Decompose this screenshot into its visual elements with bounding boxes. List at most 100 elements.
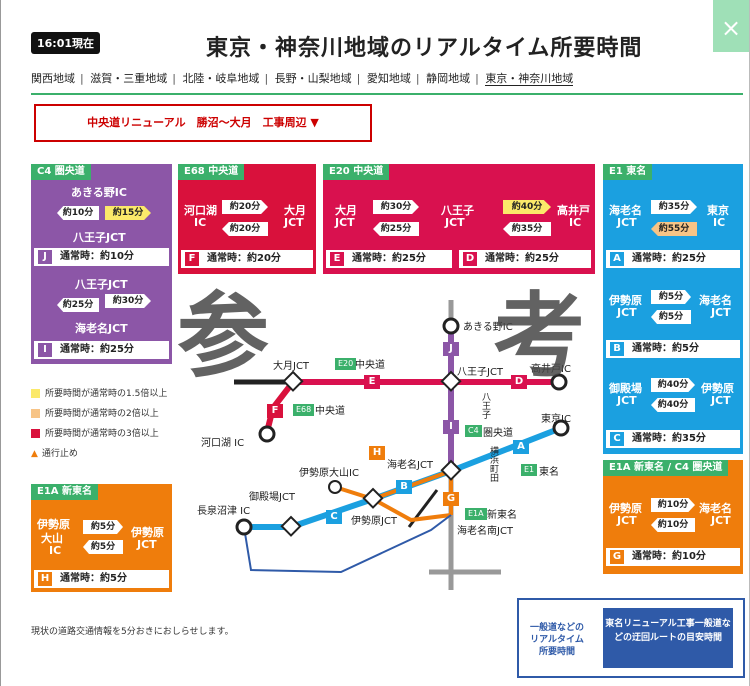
- lbl-ebina: 海老名JCT: [387, 460, 434, 471]
- lbl-tokyo: 東京IC: [541, 414, 571, 425]
- lbl-chuo2: 中央道: [315, 406, 345, 417]
- e20-e-text: 通常時：約25分: [352, 253, 426, 264]
- general-road-link[interactable]: 一般道などのリアルタイム所要時間: [529, 623, 584, 657]
- lbl-kawaguchiko: 河口湖 IC: [201, 438, 245, 449]
- e1-a-text: 通常時：約25分: [632, 253, 706, 264]
- watermark-ko: 考: [493, 283, 586, 390]
- e1a-r-time1: 約10分: [651, 498, 695, 512]
- seg-a: A: [513, 440, 529, 454]
- letter-d: D: [463, 252, 477, 266]
- e68-f-text: 通常時：約20分: [207, 253, 281, 264]
- tag-e20: E20 中央道: [323, 164, 390, 180]
- e1a-status-g: G 通常時：約10分: [606, 548, 740, 566]
- legend-3x-text: 所要時間が通常時の3倍以上: [45, 429, 159, 439]
- e1a-l-l1: 伊勢原: [37, 518, 70, 531]
- seg-d: D: [511, 375, 527, 389]
- e68-right2: JCT: [284, 216, 304, 229]
- nav-kansai[interactable]: 関西地域: [31, 72, 75, 85]
- lbl-e1: E1: [521, 464, 538, 476]
- legend-2x: 所要時間が通常時の2倍以上: [31, 406, 159, 419]
- lbl-otsuki: 大月JCT: [273, 361, 310, 372]
- e68-right1: 大月: [284, 204, 306, 217]
- tag-e1a-right: E1A 新東名 / C4 圏央道: [603, 460, 729, 476]
- c4-top-time2: 約15分: [105, 206, 151, 220]
- c4-top-to: 八王子JCT: [73, 231, 126, 244]
- nav-nagano[interactable]: 長野・山梨地域: [274, 72, 352, 85]
- e1-a-l1: 海老名: [609, 204, 642, 217]
- e1a-l-l3: IC: [49, 544, 62, 557]
- e20-time4: 約35分: [503, 222, 551, 236]
- nav-shiga[interactable]: 滋賀・三重地域: [90, 72, 168, 85]
- e1-b-time1: 約5分: [651, 290, 691, 304]
- e1-c-text: 通常時：約35分: [632, 433, 706, 444]
- lbl-akiruno: あきる野IC: [463, 322, 513, 333]
- seg-e: E: [364, 375, 380, 389]
- panel-e20: E20 中央道 大月 JCT 約30分 約25分 八王子 JCT 約40分 約3…: [323, 164, 595, 274]
- c4-bot-time1: 約25分: [57, 298, 99, 312]
- letter-i: I: [38, 343, 52, 357]
- lbl-kenou: 圏央道: [483, 428, 513, 439]
- e1-b-r1: 海老名: [699, 294, 732, 307]
- lbl-ebina-minami: 海老名南JCT: [457, 526, 514, 537]
- e1a-r-l1: 伊勢原: [609, 502, 642, 515]
- e1-b-text: 通常時：約5分: [632, 343, 699, 354]
- legend-2x-text: 所要時間が通常時の2倍以上: [45, 409, 159, 419]
- links-box: 一般道などのリアルタイム所要時間 東名リニューアル工事一般道などの迂回ルートの目…: [517, 598, 745, 678]
- close-button[interactable]: ×: [713, 0, 749, 52]
- page-title: 東京・神奈川地域のリアルタイム所要時間: [206, 36, 643, 61]
- lbl-yokohama: 横浜町田: [488, 446, 498, 482]
- letter-b: B: [610, 342, 624, 356]
- e1a-l-r1: 伊勢原: [131, 526, 164, 539]
- lbl-isehara: 伊勢原JCT: [351, 516, 398, 527]
- e68-left1: 河口湖: [184, 204, 217, 217]
- e1-a-l2: JCT: [617, 216, 637, 229]
- e20-time2: 約25分: [373, 222, 419, 236]
- e1a-l-time1: 約5分: [83, 520, 123, 534]
- nav-hokuriku[interactable]: 北陸・岐阜地域: [182, 72, 260, 85]
- letter-f: F: [185, 252, 199, 266]
- letter-g: G: [610, 550, 624, 564]
- e1-b-l2: JCT: [617, 306, 637, 319]
- e68-status-f: F 通常時：約20分: [181, 250, 313, 268]
- e1-a-time1: 約35分: [651, 200, 697, 214]
- seg-c: C: [326, 510, 342, 524]
- lbl-e68: E68: [293, 404, 315, 416]
- tag-e68: E68 中央道: [178, 164, 245, 180]
- construction-notice[interactable]: 中央道リニューアル 勝沼〜大月 工事周辺 ▼: [34, 104, 372, 142]
- e20-time3: 約40分: [503, 200, 551, 214]
- seg-b: B: [396, 480, 412, 494]
- nav-tokyo[interactable]: 東京・神奈川地域: [485, 72, 574, 86]
- time-badge: 16:01現在: [31, 32, 101, 54]
- seg-j: J: [443, 342, 459, 356]
- nav-aichi[interactable]: 愛知地域: [366, 72, 411, 85]
- e68-left2: IC: [194, 216, 207, 229]
- e20-left1: 大月: [335, 204, 357, 217]
- e1-a-r1: 東京: [707, 204, 729, 217]
- e1a-status-h: H 通常時：約5分: [34, 570, 169, 588]
- e1a-r-l2: JCT: [617, 514, 637, 527]
- tag-e1: E1 東名: [603, 164, 653, 180]
- nav-shizuoka[interactable]: 静岡地域: [426, 72, 471, 85]
- e1a-r-r1: 海老名: [699, 502, 732, 515]
- lbl-e20: E20: [335, 358, 357, 370]
- legend-15x: 所要時間が通常時の1.5倍以上: [31, 386, 167, 399]
- e20-mid2: JCT: [445, 216, 465, 229]
- e1a-r-time2: 約10分: [651, 518, 695, 532]
- letter-h: H: [38, 572, 52, 586]
- region-nav: 関西地域| 滋賀・三重地域| 北陸・岐阜地域| 長野・山梨地域| 愛知地域| 静…: [31, 72, 574, 86]
- e1a-g-text: 通常時：約10分: [632, 551, 706, 562]
- seg-g: G: [443, 492, 459, 506]
- e1a-h-text: 通常時：約5分: [60, 573, 127, 584]
- legend-closed: ▲通行止め: [31, 446, 78, 459]
- detour-link[interactable]: 東名リニューアル工事一般道などの迂回ルートの目安時間: [603, 608, 733, 668]
- c4-bot-time2: 約30分: [105, 294, 151, 308]
- lbl-hachioji-v: 八王子: [480, 392, 490, 419]
